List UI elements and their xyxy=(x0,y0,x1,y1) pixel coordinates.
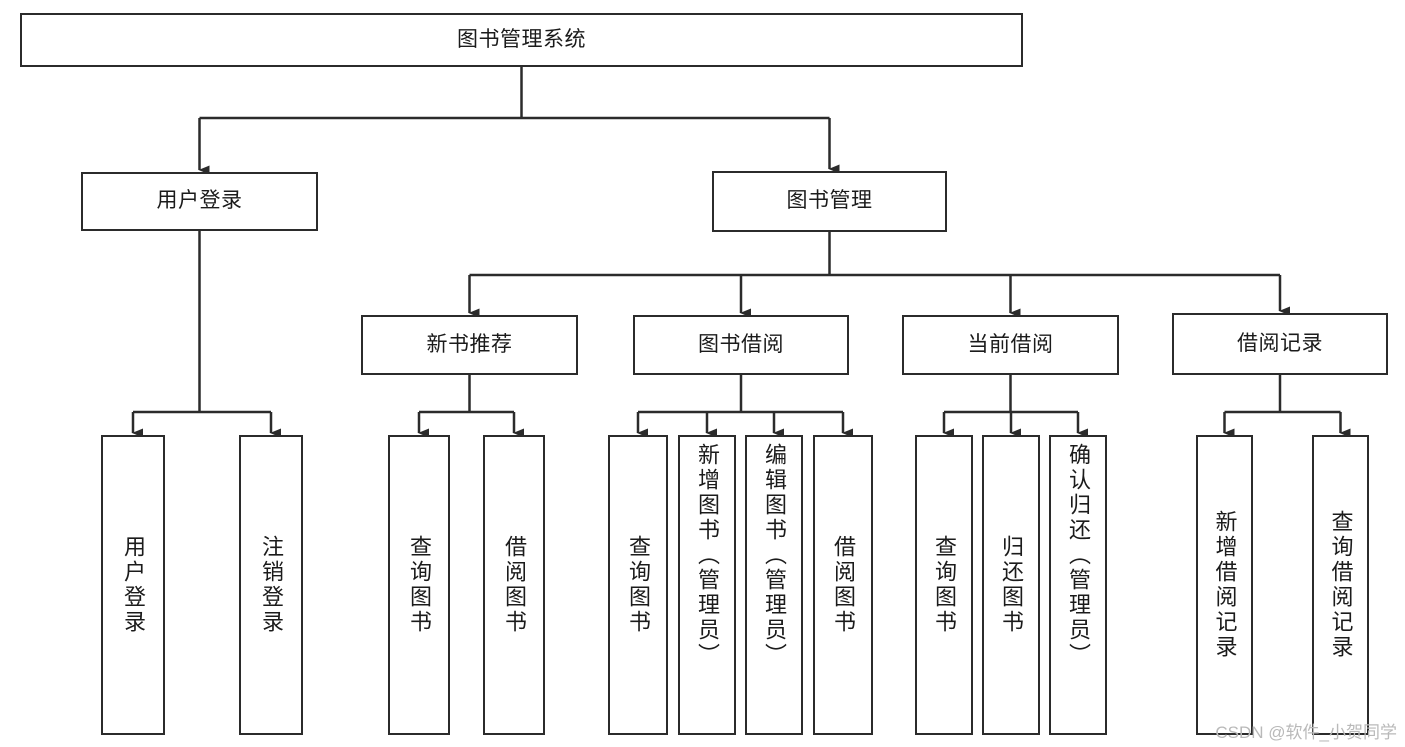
node-label-book-manage: 图书管理 xyxy=(786,189,873,213)
node-book-manage[interactable]: 图书管理 xyxy=(712,171,947,232)
node-label-root: 图书管理系统 xyxy=(457,27,586,51)
node-leaf-query-record[interactable]: 查询借阅记录 xyxy=(1312,435,1369,735)
node-label-current-borrow: 当前借阅 xyxy=(967,332,1054,356)
node-leaf-query-book-3[interactable]: 查询图书 xyxy=(915,435,973,735)
node-leaf-query-book-2[interactable]: 查询图书 xyxy=(608,435,668,735)
node-leaf-logout[interactable]: 注销登录 xyxy=(239,435,303,735)
node-label-leaf-query-book-1: 查询图书 xyxy=(407,535,432,635)
node-current-borrow[interactable]: 当前借阅 xyxy=(902,315,1119,375)
node-label-user-login: 用户登录 xyxy=(156,189,243,213)
node-label-leaf-borrow-book-1: 借阅图书 xyxy=(502,535,527,635)
node-leaf-borrow-book-2[interactable]: 借阅图书 xyxy=(813,435,873,735)
node-leaf-confirm-return[interactable]: 确认归还（管理员） xyxy=(1049,435,1107,735)
node-new-book-recommend[interactable]: 新书推荐 xyxy=(361,315,578,375)
node-label-leaf-query-book-2: 查询图书 xyxy=(626,535,651,635)
node-leaf-query-book-1[interactable]: 查询图书 xyxy=(388,435,450,735)
node-label-leaf-return-book: 归还图书 xyxy=(999,535,1024,635)
node-label-leaf-logout: 注销登录 xyxy=(259,535,284,635)
node-label-leaf-query-record: 查询借阅记录 xyxy=(1328,510,1354,660)
node-label-leaf-user-login: 用户登录 xyxy=(121,535,146,635)
node-leaf-add-record[interactable]: 新增借阅记录 xyxy=(1196,435,1253,735)
node-label-leaf-add-record: 新增借阅记录 xyxy=(1212,510,1238,660)
node-label-book-borrow: 图书借阅 xyxy=(698,332,784,356)
node-label-borrow-record: 借阅记录 xyxy=(1237,331,1323,355)
node-leaf-edit-book[interactable]: 编辑图书（管理员） xyxy=(745,435,803,735)
node-book-borrow[interactable]: 图书借阅 xyxy=(633,315,849,375)
node-leaf-borrow-book-1[interactable]: 借阅图书 xyxy=(483,435,545,735)
node-label-new-book-recommend: 新书推荐 xyxy=(426,332,513,356)
node-label-leaf-query-book-3: 查询图书 xyxy=(932,535,957,635)
node-user-login[interactable]: 用户登录 xyxy=(81,172,318,231)
node-label-leaf-borrow-book-2: 借阅图书 xyxy=(831,535,856,635)
node-leaf-user-login[interactable]: 用户登录 xyxy=(101,435,165,735)
node-leaf-add-book[interactable]: 新增图书（管理员） xyxy=(678,435,736,735)
node-leaf-return-book[interactable]: 归还图书 xyxy=(982,435,1040,735)
node-borrow-record[interactable]: 借阅记录 xyxy=(1172,313,1388,375)
node-label-leaf-edit-book: 编辑图书（管理员） xyxy=(762,443,787,668)
node-root[interactable]: 图书管理系统 xyxy=(20,13,1023,67)
node-label-leaf-confirm-return: 确认归还（管理员） xyxy=(1066,443,1091,668)
node-label-leaf-add-book: 新增图书（管理员） xyxy=(695,443,720,668)
